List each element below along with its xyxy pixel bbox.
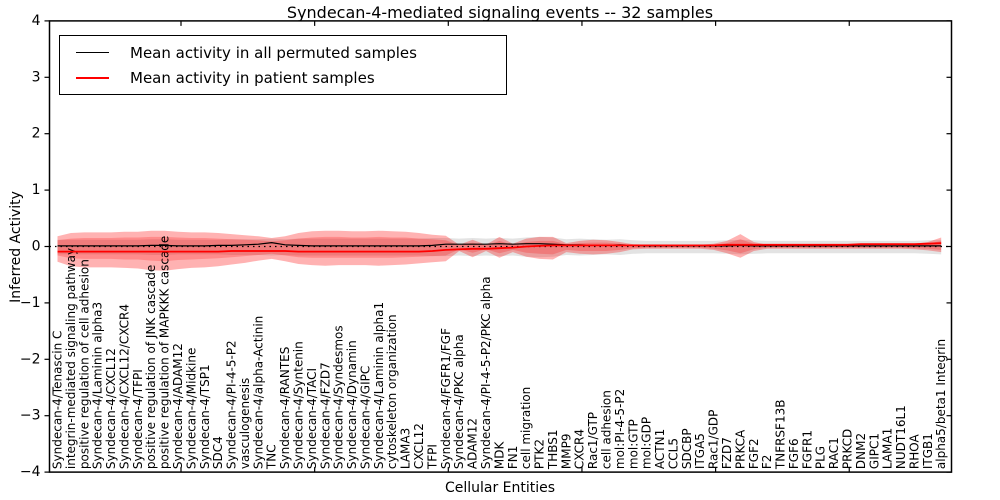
- x-tick-label: Syndecan-4/FGFR1/FGF: [439, 328, 453, 469]
- x-tick-label: ITGA5: [693, 433, 707, 469]
- x-tick-label: Rac1/GTP: [586, 412, 600, 469]
- x-tick-label: FGF2: [747, 438, 761, 469]
- x-tick-label: PRKCD: [841, 429, 855, 469]
- x-tick-label: ACTN1: [653, 429, 667, 469]
- y-tick-label: 3: [32, 69, 41, 85]
- x-tick-label: DNM2: [854, 433, 868, 469]
- x-tick-label: NUDT16L1: [894, 405, 908, 469]
- x-tick-label: CXCR4: [573, 429, 587, 469]
- x-tick-label: F2: [760, 455, 774, 470]
- x-tick-label: FZD7: [720, 437, 734, 469]
- x-tick-label: TNFRSF13B: [774, 400, 788, 471]
- x-tick-label: Syndecan-4/Tenascin C: [51, 331, 65, 470]
- y-tick-label: −1: [20, 295, 41, 311]
- y-axis-label: Inferred Activity: [8, 191, 24, 303]
- legend: Mean activity in all permuted samples Me…: [59, 35, 507, 95]
- x-tick-label: GIPC1: [867, 433, 881, 469]
- y-tick-label: 2: [32, 126, 41, 142]
- permuted-range-band: [57, 236, 942, 258]
- patient-line-swatch-icon: [76, 76, 109, 79]
- permuted-line-swatch-icon: [76, 52, 109, 53]
- x-tick-label: Syndecan-4/Laminin alpha3: [91, 302, 105, 469]
- x-tick-label: FGFR1: [800, 430, 814, 469]
- x-tick-label: cytoskeleton organization: [385, 314, 399, 469]
- x-tick-label: alpha5/beta1 Integrin: [934, 339, 948, 469]
- x-tick-label: Syndecan-4/ADAM12: [171, 343, 185, 469]
- x-tick-label: Syndecan-4/RANTES: [278, 347, 292, 469]
- legend-item-patient: Mean activity in patient samples: [60, 66, 506, 90]
- x-tick-label: PRKCA: [733, 429, 747, 469]
- x-tick-label: THBS1: [546, 429, 560, 470]
- x-tick-label: TNC: [265, 444, 279, 470]
- y-tick-label: −2: [20, 351, 41, 367]
- x-tick-label: LAMA1: [881, 428, 895, 469]
- x-tick-label: Syndecan-4/Dynamin: [345, 340, 359, 469]
- x-tick-label: PTK2: [533, 439, 547, 469]
- x-tick-label: cell adhesion: [599, 390, 613, 469]
- x-tick-label: positive regulation of cell adhesion: [77, 259, 91, 469]
- x-tick-label: LAMA3: [399, 428, 413, 469]
- x-tick-label: Syndecan-4/PI-4-5-P2: [225, 340, 239, 469]
- x-tick-label: mol:GTP: [626, 419, 640, 469]
- x-tick-label: MDK: [492, 441, 506, 470]
- legend-item-permuted: Mean activity in all permuted samples: [60, 41, 506, 65]
- y-tick-label: 1: [32, 182, 41, 198]
- chart-title: Syndecan-4-mediated signaling events -- …: [286, 3, 714, 22]
- x-tick-label: RHOA: [907, 434, 921, 470]
- patient-range-outer-band: [57, 230, 942, 271]
- legend-label: Mean activity in all permuted samples: [130, 43, 417, 62]
- x-tick-label: ADAM12: [466, 418, 480, 469]
- x-axis-label: Cellular Entities: [444, 480, 556, 496]
- patient-mean-line: [57, 242, 942, 253]
- x-tick-label: ITGB1: [921, 433, 935, 469]
- x-tick-label: FGF6: [787, 438, 801, 469]
- x-tick-label: Syndecan-4/CXCL12: [104, 348, 118, 469]
- x-tick-label: Syndecan-4/Midkine: [184, 348, 198, 469]
- x-tick-label: PLG: [814, 446, 828, 469]
- x-tick-label: mol:PI-4-5-P2: [613, 389, 627, 469]
- x-tick-label: Syndecan-4/TACI: [305, 368, 319, 469]
- x-tick-label: TFPI: [425, 444, 439, 470]
- x-tick-label: Syndecan-4/CXCL12/CXCR4: [117, 304, 131, 469]
- x-tick-label: Syndecan-4/GIPC: [358, 366, 372, 469]
- x-tick-label: vasculogenesis: [238, 378, 252, 469]
- x-tick-label: SDC4: [211, 436, 225, 469]
- y-tick-label: −3: [20, 408, 41, 424]
- x-tick-label: Syndecan-4/alpha-Actinin: [251, 316, 265, 469]
- x-tick-label: Syndecan-4/PKC alpha: [452, 334, 466, 469]
- legend-label: Mean activity in patient samples: [130, 68, 375, 87]
- permuted-mean-line: [57, 241, 942, 247]
- x-tick-label: mol:GDP: [640, 417, 654, 469]
- x-tick-label: MMP9: [559, 434, 573, 470]
- x-tick-label: Syndecan-4/TSP1: [198, 364, 212, 469]
- x-tick-label: Syndecan-4/Syntenin: [292, 341, 306, 469]
- x-tick-label: RAC1: [827, 437, 841, 469]
- x-tick-label: CCL5: [666, 438, 680, 469]
- y-tick-label: 0: [32, 239, 41, 255]
- x-tick-label: positive regulation of MAPKKK cascade: [158, 236, 172, 469]
- x-tick-label: cell migration: [519, 387, 533, 469]
- x-tick-label: Rac1/GDP: [707, 410, 721, 469]
- x-tick-label: integrin-mediated signaling pathway: [64, 248, 78, 469]
- x-tick-label: Syndecan-4/Syndesmos: [332, 325, 346, 469]
- x-tick-label: Syndecan-4/PI-4-5-P2/PKC alpha: [479, 276, 493, 469]
- x-tick-label: Syndecan-4/TFPI: [131, 369, 145, 469]
- x-tick-label: Syndecan-4/FZD7: [318, 362, 332, 469]
- x-tick-label: SDCBP: [680, 428, 694, 469]
- x-tick-label: FN1: [506, 446, 520, 470]
- x-tick-label: CXCL12: [412, 423, 426, 469]
- x-tick-label: Syndecan-4/Laminin alpha1: [372, 302, 386, 469]
- x-tick-label: positive regulation of JNK cascade: [144, 265, 158, 469]
- y-tick-label: −4: [20, 464, 41, 480]
- y-tick-label: 4: [32, 13, 41, 29]
